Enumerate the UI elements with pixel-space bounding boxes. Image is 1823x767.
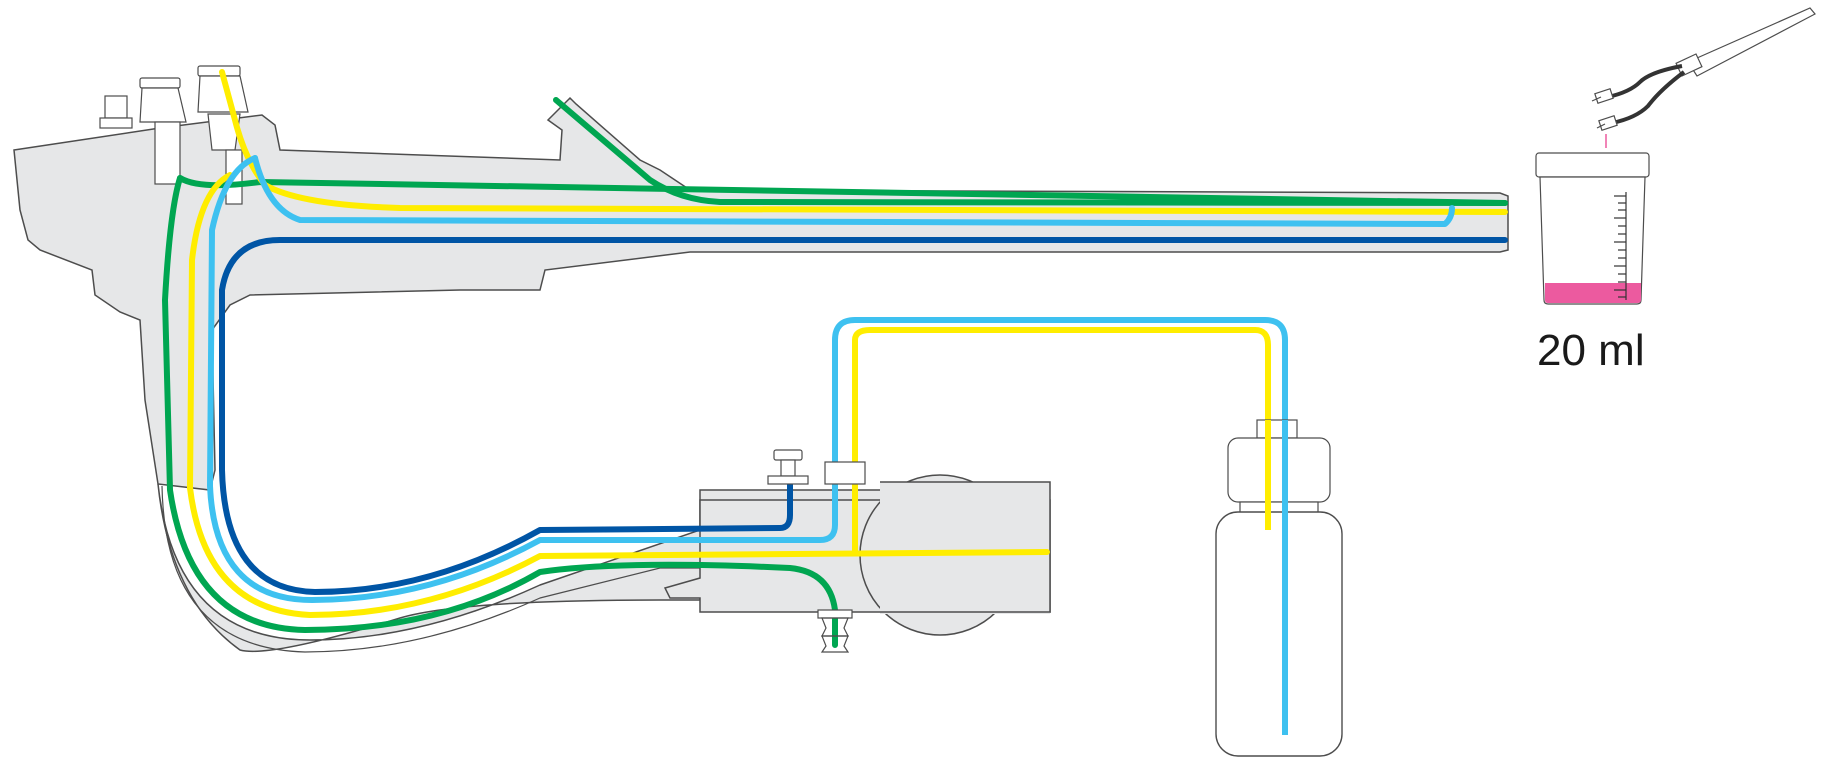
- water-bottle: [1215, 419, 1343, 757]
- auxiliary-channel-umbilical: [162, 175, 838, 648]
- water-channel-umbilical: [207, 155, 1288, 738]
- auxiliary-channel: [553, 97, 1508, 206]
- water-channel: [252, 155, 1455, 227]
- measuring-scale: [1614, 192, 1627, 300]
- syringe-tubing: [1591, 7, 1816, 148]
- liquid-fill: [1545, 283, 1641, 303]
- channels: [162, 69, 1508, 738]
- volume-label: 20 ml: [1537, 326, 1645, 375]
- connector-fittings: [767, 449, 866, 653]
- air-water-channel-umbilical: [187, 172, 1050, 618]
- measuring-cup: [1535, 152, 1650, 305]
- air-water-channel-vertical: [852, 327, 1271, 555]
- suction-channel-umbilical: [219, 237, 793, 595]
